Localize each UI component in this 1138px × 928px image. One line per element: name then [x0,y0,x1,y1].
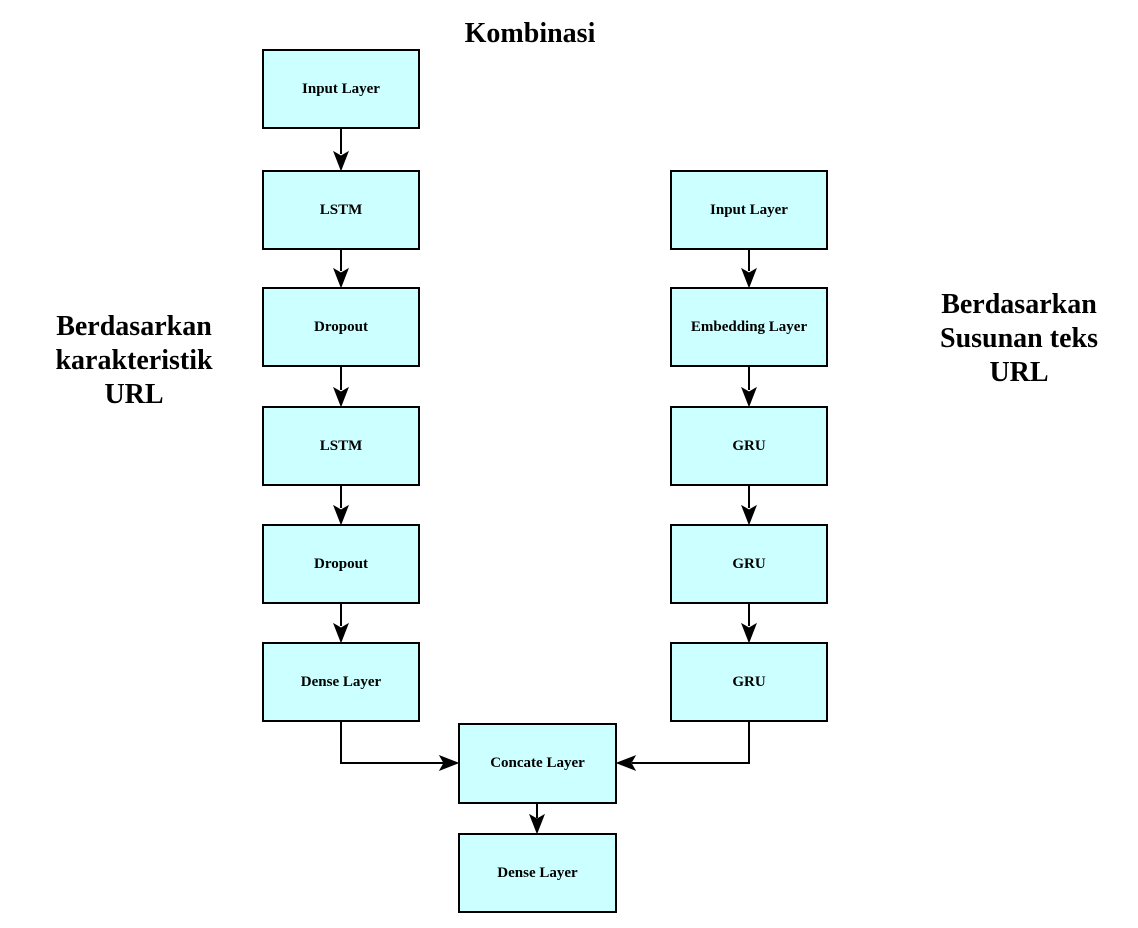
node-right-input-layer: Input Layer [670,170,828,250]
elbow-left-line [340,722,444,764]
arrow-right-4-head [741,622,757,644]
elbow-right-line [632,722,750,764]
arrow-right-1 [741,249,757,289]
arrow-left-4 [333,486,349,526]
arrow-left-1-head [333,150,349,172]
arrow-right-3-head [741,504,757,526]
arrow-right-3 [741,486,757,526]
arrow-left-3 [333,367,349,408]
arrow-left-3-head [333,386,349,408]
node-left-lstm-1: LSTM [262,170,420,250]
node-right-gru-3: GRU [670,642,828,722]
arrow-left-2-head [333,267,349,289]
left-branch-label: Berdasarkan karakteristik URL [55,311,213,410]
node-merge-dense-layer: Dense Layer [458,833,617,913]
arrow-concate-head [529,813,545,835]
node-right-embedding-layer: Embedding Layer [670,287,828,367]
arrow-left-5 [333,604,349,644]
elbow-left-to-concate [340,722,460,771]
arrow-right-2-head [741,386,757,408]
node-concate-layer: Concate Layer [458,723,617,804]
arrow-left-4-head [333,504,349,526]
arrow-left-5-head [333,622,349,644]
arrow-left-1 [333,129,349,172]
right-branch-label: Berdasarkan Susunan teks URL [940,289,1098,388]
elbow-left-head [438,755,460,771]
diagram-title: Kombinasi [464,18,596,49]
elbow-right-head [615,755,637,771]
arrow-left-2 [333,249,349,289]
node-left-input-layer: Input Layer [262,49,420,129]
elbow-right-to-concate [615,722,750,771]
arrow-concate-to-dense [529,804,545,835]
node-right-gru-1: GRU [670,406,828,486]
arrow-right-2 [741,367,757,408]
arrow-right-1-head [741,267,757,289]
node-left-dropout-1: Dropout [262,287,420,367]
node-left-dropout-2: Dropout [262,524,420,604]
node-right-gru-2: GRU [670,524,828,604]
node-left-lstm-2: LSTM [262,406,420,486]
arrow-right-4 [741,604,757,644]
node-left-dense-layer: Dense Layer [262,642,420,722]
